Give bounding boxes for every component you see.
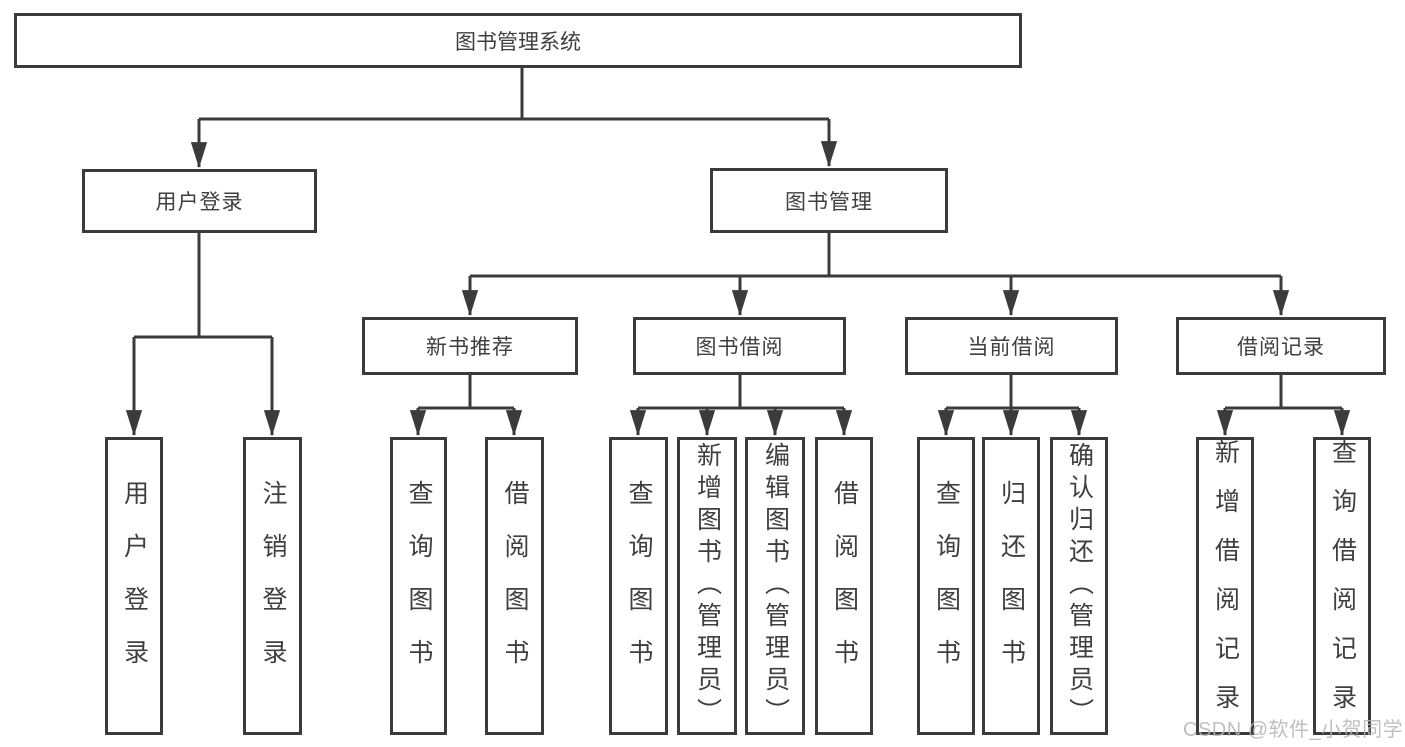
node-label: 当前借阅 (967, 336, 1056, 359)
node-borrow-records: 借阅记录 (1176, 317, 1386, 375)
edges-current-borrow-children (937, 375, 1088, 437)
leaf-logout: 注销登录 (243, 437, 302, 735)
node-label: 用户登录 (155, 191, 244, 214)
edges-new-book-recommend-children (409, 375, 523, 437)
node-book-borrow: 图书借阅 (633, 317, 846, 375)
leaf-return-books: 归还图书 (982, 437, 1040, 735)
node-label: 查询图书 (932, 480, 961, 692)
leaf-query-books-recommend: 查询图书 (390, 437, 447, 735)
node-label: 新书推荐 (426, 336, 514, 359)
leaf-query-books-current: 查询图书 (917, 437, 975, 735)
node-label: 查询借阅记录 (1328, 439, 1357, 733)
node-label: 归还图书 (997, 480, 1026, 692)
node-new-book-recommend: 新书推荐 (362, 317, 578, 375)
leaf-borrow-books-recommend: 借阅图书 (485, 437, 544, 735)
leaf-edit-books-admin: 编辑图书（管理员） (745, 437, 805, 735)
edges-borrow-records-children (1216, 375, 1351, 437)
node-current-borrow: 当前借阅 (905, 317, 1118, 375)
leaf-borrow-books: 借阅图书 (815, 437, 873, 735)
node-label: 借阅图书 (830, 480, 859, 692)
node-label: 图书管理系统 (455, 30, 581, 54)
node-label: 新增借阅记录 (1211, 439, 1240, 733)
edges-root-to-level2 (190, 68, 838, 169)
node-label: 查询图书 (625, 480, 653, 692)
csdn-watermark: CSDN @软件_小贺同学 (1183, 719, 1404, 741)
leaf-add-borrow-record: 新增借阅记录 (1196, 437, 1254, 735)
node-label: 注销登录 (259, 480, 287, 692)
leaf-confirm-return-admin: 确认归还（管理员） (1050, 437, 1108, 735)
node-label: 新增图书（管理员） (693, 442, 722, 730)
leaf-add-books-admin: 新增图书（管理员） (677, 437, 737, 735)
edges-user-login-children (125, 233, 281, 437)
edges-book-borrow-children (629, 375, 853, 437)
node-label: 确认归还（管理员） (1065, 442, 1094, 730)
node-label: 用户登录 (120, 480, 149, 692)
node-book-management: 图书管理 (710, 168, 948, 233)
node-label: 编辑图书（管理员） (761, 442, 790, 730)
edges-book-management-children (461, 233, 1290, 317)
leaf-query-borrow-record: 查询借阅记录 (1313, 437, 1371, 735)
node-label: 图书借阅 (695, 336, 784, 359)
leaf-query-books-borrow: 查询图书 (609, 437, 668, 735)
node-label: 借阅记录 (1237, 336, 1325, 359)
leaf-user-login: 用户登录 (105, 437, 163, 735)
node-label: 查询图书 (405, 480, 433, 692)
node-label: 图书管理 (785, 190, 873, 214)
node-root-library-system: 图书管理系统 (14, 13, 1022, 68)
node-label: 借阅图书 (501, 480, 529, 692)
node-user-login: 用户登录 (82, 169, 317, 233)
